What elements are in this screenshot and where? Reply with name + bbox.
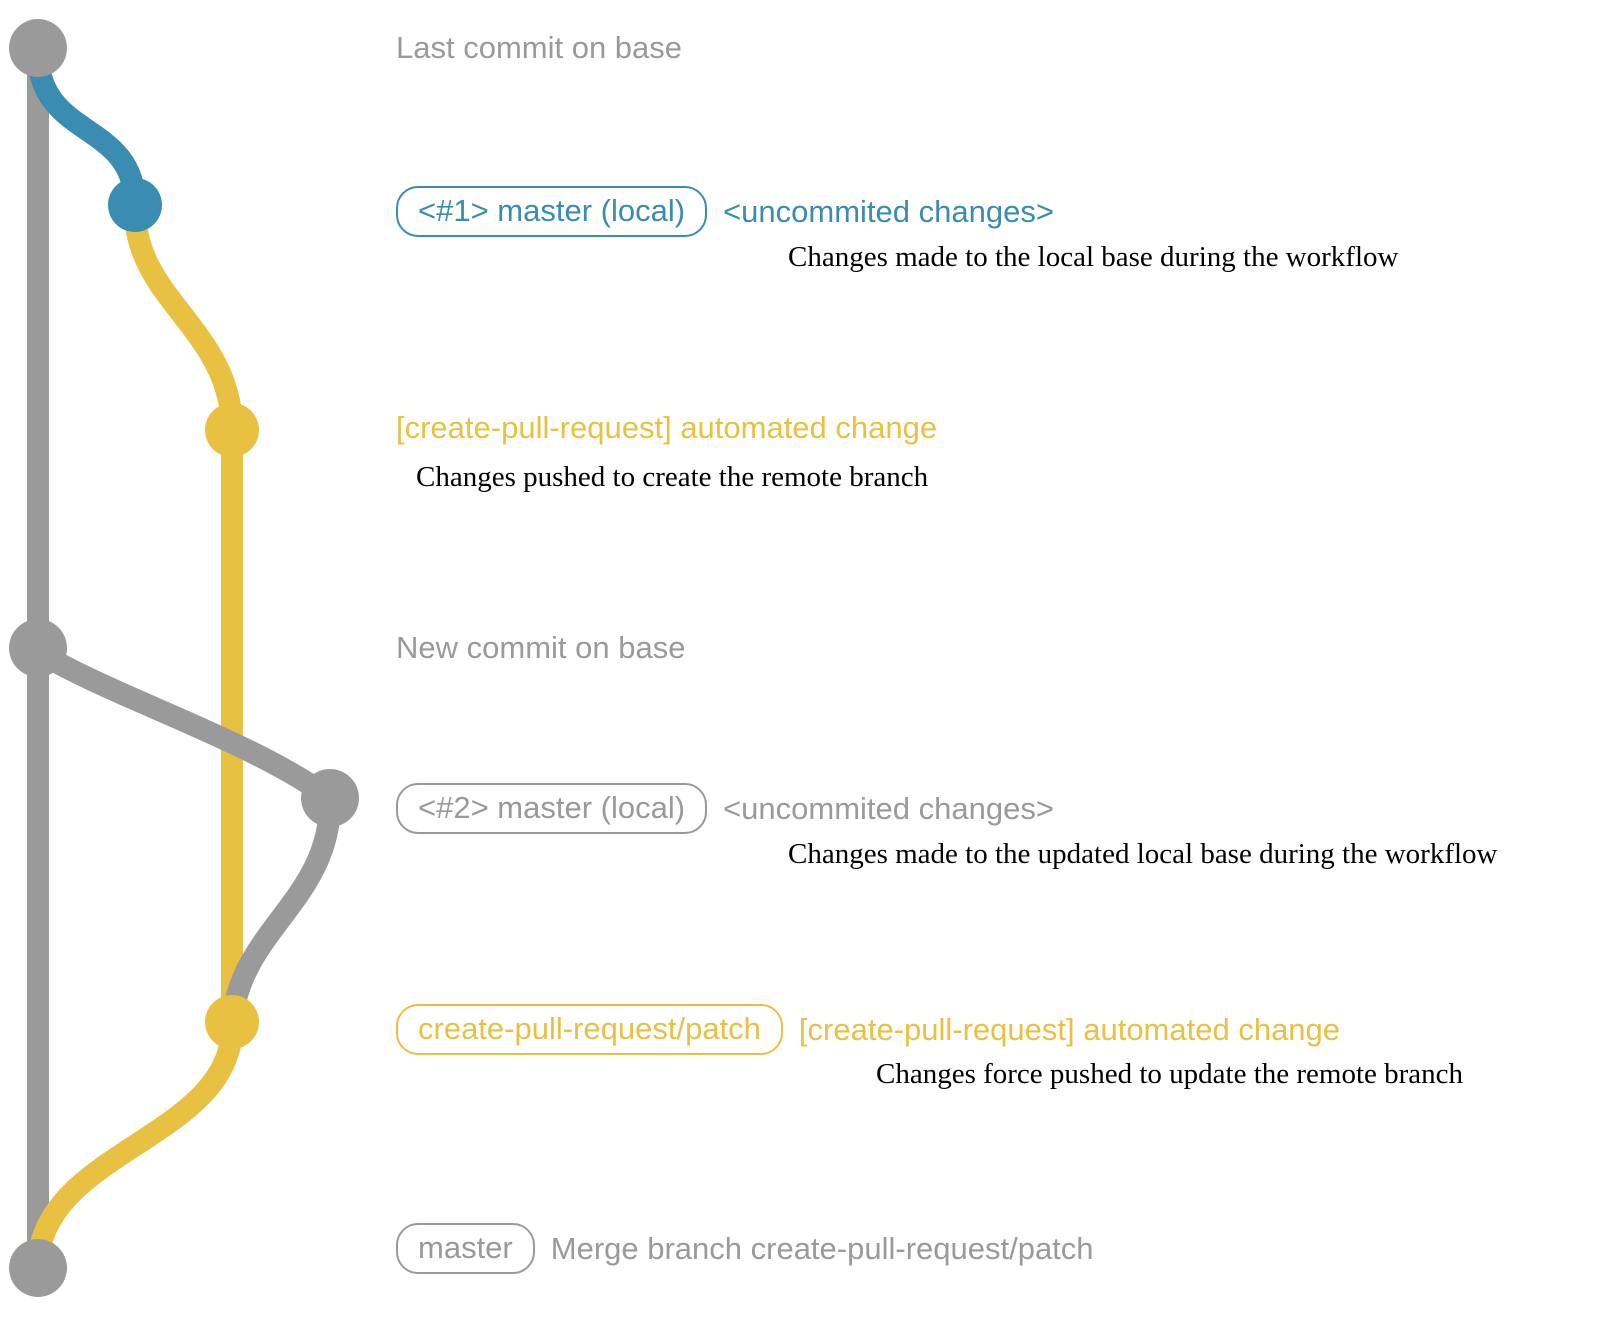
patch-node[interactable]	[205, 995, 259, 1049]
badge-master[interactable]: master	[396, 1223, 535, 1274]
new-commit-message: New commit on base	[396, 630, 686, 665]
patch-to-master-merge-line	[27, 1015, 243, 1279]
local-1-branch-line	[27, 41, 146, 216]
local-2-branch-line	[27, 641, 341, 809]
master-merge-message: Merge branch create-pull-request/patch	[550, 1231, 1094, 1266]
local-1-node[interactable]	[108, 178, 162, 232]
row-local-2: <#2> master (local) <uncommited changes>	[396, 783, 1054, 834]
row-new-commit: New commit on base	[396, 632, 685, 663]
badge-patch[interactable]: create-pull-request/patch	[396, 1004, 783, 1055]
local-2-description: Changes made to the updated local base d…	[788, 838, 1498, 870]
last-commit-node[interactable]	[9, 19, 67, 77]
patch-message: [create-pull-request] automated change	[798, 1012, 1341, 1047]
local-2-message: <uncommited changes>	[723, 791, 1054, 826]
auto-change-1-message: [create-pull-request] automated change	[396, 410, 938, 445]
git-branch-graph	[9, 19, 359, 1297]
row-patch: create-pull-request/patch [create-pull-r…	[396, 1004, 1340, 1055]
row-local-1: <#1> master (local) <uncommited changes>	[396, 186, 1054, 237]
new-commit-node[interactable]	[9, 619, 67, 677]
local-2-to-patch-line	[221, 791, 341, 1033]
row-master-merge: master Merge branch create-pull-request/…	[396, 1223, 1094, 1274]
auto-change-1-description: Changes pushed to create the remote bran…	[416, 461, 929, 493]
last-commit-message: Last commit on base	[396, 30, 683, 65]
local-1-description: Changes made to the local base during th…	[788, 241, 1399, 273]
patch-description: Changes force pushed to update the remot…	[876, 1058, 1464, 1090]
badge-local-1[interactable]: <#1> master (local)	[396, 186, 708, 237]
local-2-node[interactable]	[301, 769, 359, 827]
row-auto-change-1: [create-pull-request] automated change	[396, 412, 937, 443]
local-1-message: <uncommited changes>	[723, 194, 1054, 229]
badge-local-2[interactable]: <#2> master (local)	[396, 783, 708, 834]
row-last-commit: Last commit on base	[396, 32, 682, 63]
auto-change-1-node[interactable]	[205, 403, 259, 457]
master-merge-node[interactable]	[9, 1239, 67, 1297]
